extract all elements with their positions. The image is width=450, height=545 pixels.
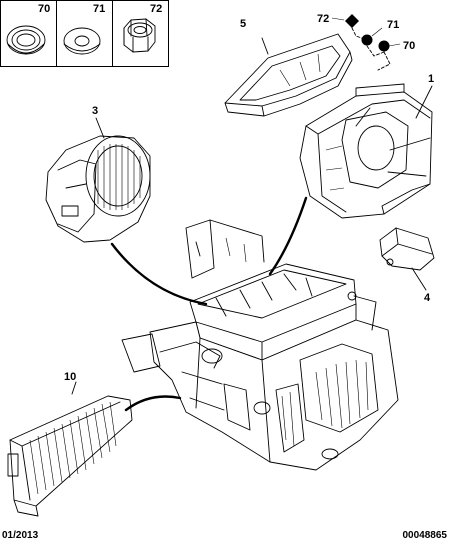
callout-5: 5 [240,18,246,30]
callout-71: 71 [387,19,399,31]
leader-motor-location [110,242,208,306]
callout-4: 4 [424,292,431,304]
legend-box-70: 70 [0,0,57,67]
washer-icon [63,27,101,55]
leader-housing-location [268,196,308,276]
legend-label-72: 72 [150,3,162,15]
callout-72: 72 [317,13,329,25]
heater-unit-body [121,219,399,471]
footer-diagram-number: 00048865 [402,530,448,541]
seal-70-symbol [378,40,390,52]
part-1-housing [299,83,433,219]
part-3-blower-motor [45,135,151,243]
leader-3 [95,117,105,139]
fixings-group [331,14,401,71]
seal-ring-icon [6,25,46,55]
legend-box-72: 72 [112,0,169,67]
leader-1 [415,85,433,119]
leader-resistor-location [124,395,182,412]
callout-10: 10 [64,371,76,383]
hex-nut-icon [123,18,156,53]
legend-box-71: 71 [56,0,113,67]
callout-1: 1 [428,73,434,85]
callout-3: 3 [92,105,98,117]
nut-72-symbol [345,14,359,28]
part-4-module [379,227,435,271]
leader-4 [411,267,427,291]
leader-5 [261,37,269,55]
footer-date: 01/2013 [2,530,39,541]
legend-label-70: 70 [38,3,50,15]
part-10-resistor [7,395,133,517]
leader-10 [71,381,77,395]
legend-label-71: 71 [93,3,105,15]
part-5-frame [224,33,353,117]
callout-70: 70 [403,40,415,52]
